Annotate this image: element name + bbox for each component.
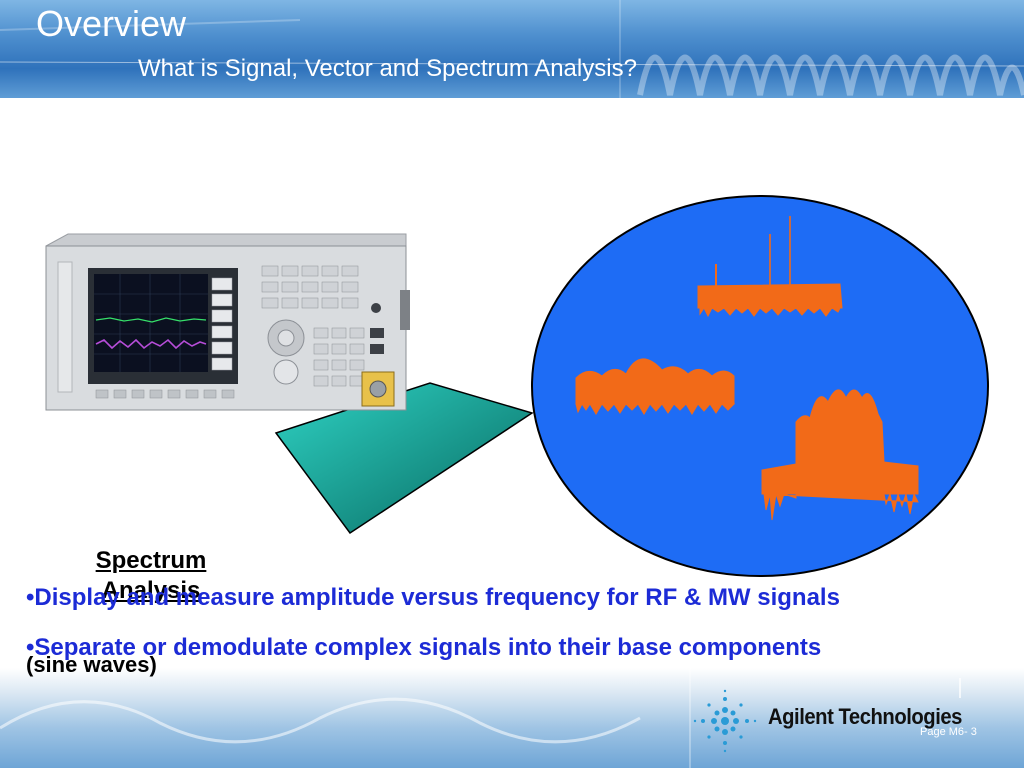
spectrum-analyzer-image — [45, 233, 410, 411]
footer-wave-decoration — [0, 668, 961, 768]
bullet-display-measure: •Display and measure amplitude versus fr… — [26, 584, 840, 611]
agilent-logo-text: Agilent Technologies — [768, 704, 962, 729]
header-band: Overview What is Signal, Vector and Spec… — [0, 0, 1024, 98]
spectrum-analysis-label: Spectrum Analysis — [95, 547, 207, 604]
page-subtitle: What is Signal, Vector and Spectrum Anal… — [138, 55, 637, 82]
page-title: Overview — [36, 3, 187, 44]
bullet-separate-demodulate: •Separate or demodulate complex signals … — [26, 634, 822, 661]
header-wave-decoration — [0, 0, 1024, 98]
footer-band — [0, 668, 1024, 768]
page-number: Page M6- 3 — [920, 726, 977, 738]
agilent-spark-logo-icon — [693, 689, 757, 753]
spectrum-display-ellipse — [531, 195, 989, 577]
sine-waves-label: (sine waves) — [26, 652, 157, 677]
